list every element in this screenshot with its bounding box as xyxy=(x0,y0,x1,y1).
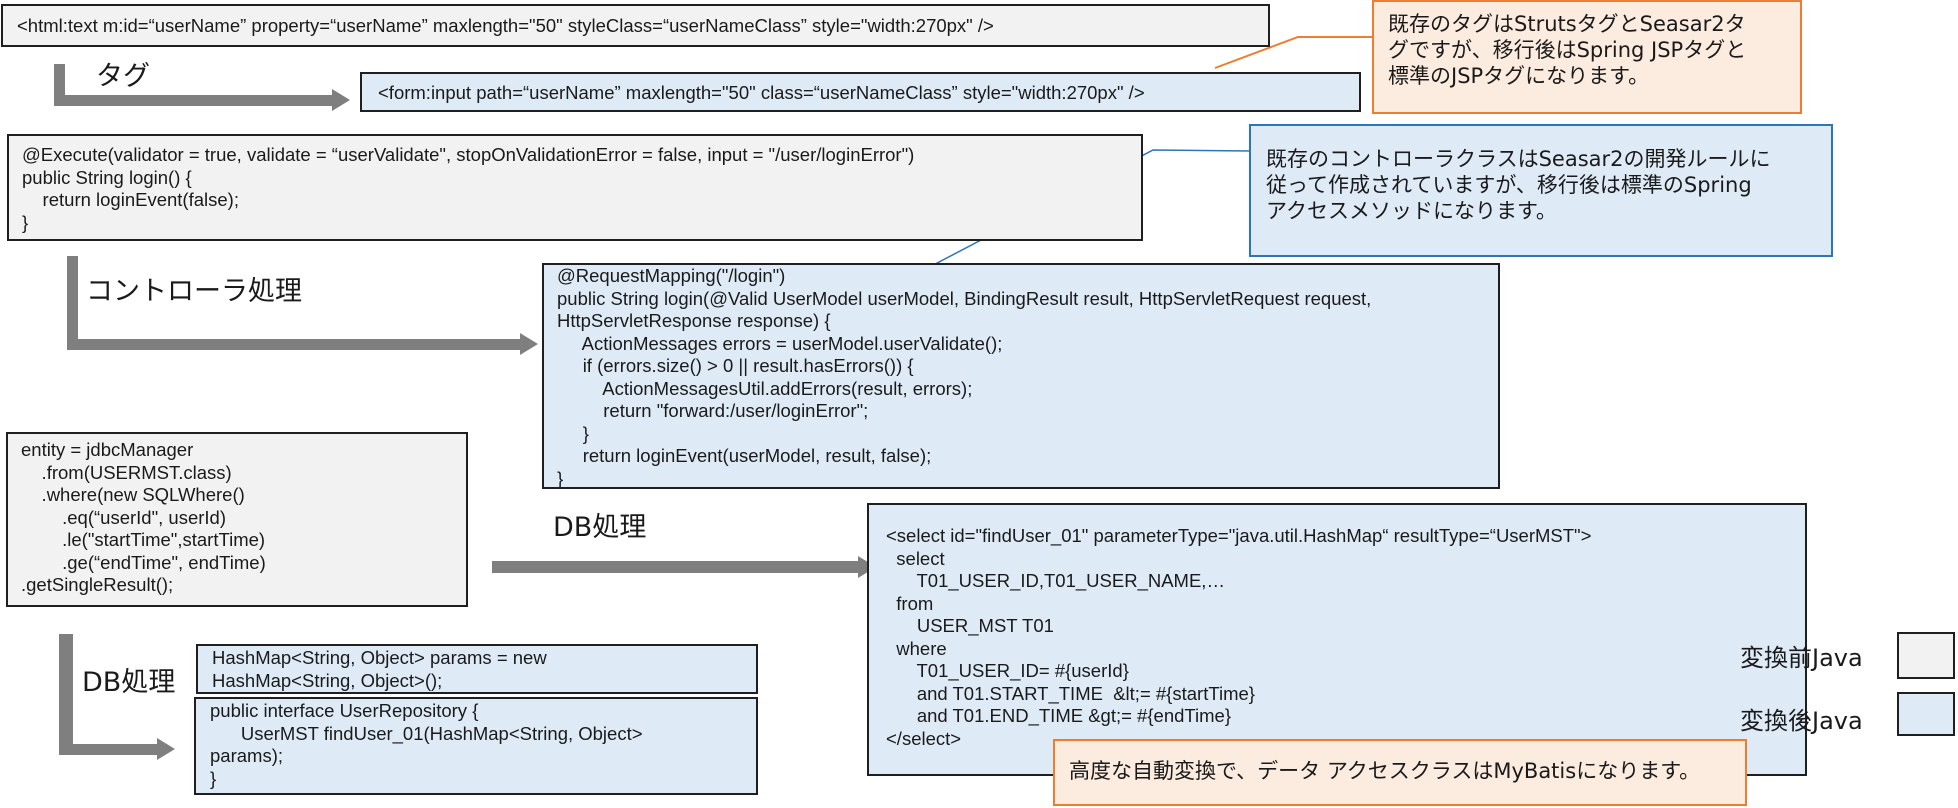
tag-note: 既存のタグはStrutsタグとSeasar2タ グですが、移行後はSpring … xyxy=(1372,0,1802,114)
tag-note-connector xyxy=(1214,36,1375,69)
tag-arrow-head xyxy=(332,89,350,111)
controller-arrow-head xyxy=(520,333,538,355)
tag-arrow-horizontal xyxy=(54,95,334,106)
tag-label: タグ xyxy=(96,61,150,92)
controller-after-box: @RequestMapping("/login") public String … xyxy=(542,263,1500,489)
html-tag-after-box: <form:input path=“userName” maxlength="5… xyxy=(360,72,1361,112)
html-tag-before-box: <html:text m:id=“userName” property=“use… xyxy=(1,4,1270,47)
db-note: 高度な自動変換で、データ アクセスクラスはMyBatisになります。 xyxy=(1053,739,1747,806)
tag-arrow-vertical xyxy=(54,64,65,105)
db-vertical-label: DB処理 xyxy=(82,667,176,698)
db-params-box: HashMap<String, Object> params = new Has… xyxy=(196,644,758,694)
legend-before-label: 変換前Java xyxy=(1740,644,1863,672)
db-vertical-arrow-head xyxy=(157,738,175,760)
legend-before-swatch xyxy=(1897,632,1955,679)
db-repository-box: public interface UserRepository { UserMS… xyxy=(194,697,758,795)
controller-arrow-vertical xyxy=(67,256,78,349)
db-vertical-arrow-vertical xyxy=(59,634,73,755)
db-horizontal-arrow xyxy=(492,561,860,573)
controller-arrow-horizontal xyxy=(67,339,522,350)
controller-note: 既存のコントローラクラスはSeasar2の開発ルールに 従って作成されていますが… xyxy=(1249,124,1833,257)
db-vertical-arrow-horizontal xyxy=(59,744,159,755)
controller-label: コントローラ処理 xyxy=(86,276,302,307)
db-mapper-xml-box: <select id="findUser_01" parameterType="… xyxy=(867,503,1807,776)
db-before-box: entity = jdbcManager .from(USERMST.class… xyxy=(6,432,468,607)
controller-before-box: @Execute(validator = true, validate = “u… xyxy=(7,134,1143,241)
legend-after-label: 変換後Java xyxy=(1740,707,1863,735)
db-horizontal-label: DB処理 xyxy=(553,512,647,543)
legend-after-swatch xyxy=(1897,692,1955,736)
